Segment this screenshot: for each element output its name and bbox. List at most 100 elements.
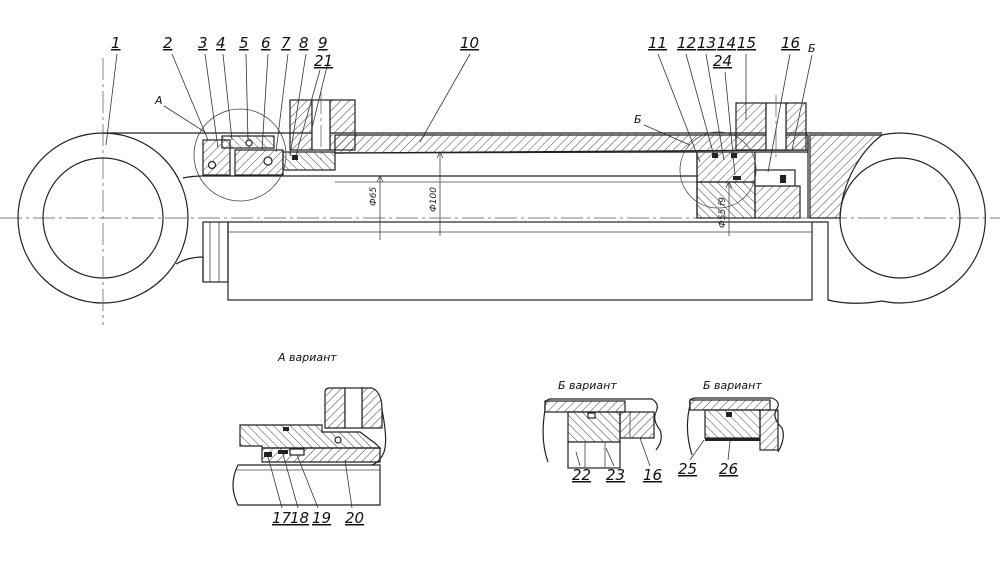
view-mark-b: Б bbox=[634, 113, 642, 126]
leader-7 bbox=[275, 53, 289, 153]
leader-12 bbox=[685, 53, 715, 157]
dim-label-d65: Ф65 bbox=[369, 187, 379, 206]
detail-b-marker-circle bbox=[679, 131, 757, 209]
rear-end-cap bbox=[809, 134, 884, 219]
part-number-5: 5 bbox=[239, 34, 249, 52]
rear-port-boss-right bbox=[785, 102, 807, 151]
dim-label-d55: Ф55 f9 bbox=[718, 197, 728, 228]
part-number-22: 22 bbox=[572, 466, 591, 484]
part-number-23: 23 bbox=[606, 466, 625, 484]
gland-retaining-ring bbox=[282, 151, 336, 171]
seal-21 bbox=[292, 155, 298, 160]
part-number-7: 7 bbox=[281, 34, 291, 52]
piston-nut bbox=[754, 185, 801, 219]
detail-a-housing-curve bbox=[371, 409, 387, 466]
detail-b2-seal-26 bbox=[705, 438, 760, 441]
leader-2 bbox=[171, 53, 209, 141]
detail-a-o-ring bbox=[334, 436, 342, 444]
gland-bushing bbox=[234, 149, 284, 176]
detail-b2-outline bbox=[686, 397, 784, 456]
rear-end-cap-lower bbox=[812, 221, 883, 304]
left-eye-neck bbox=[175, 175, 204, 282]
o-ring-1 bbox=[207, 160, 217, 170]
leader-20 bbox=[344, 459, 353, 509]
part-number-19: 19 bbox=[312, 509, 331, 527]
part-number-9: 9 bbox=[318, 34, 328, 52]
leader-5 bbox=[245, 53, 249, 142]
leader-8 bbox=[289, 53, 307, 157]
front-port-boss-right bbox=[329, 99, 356, 151]
leader-19 bbox=[296, 454, 319, 509]
o-ring-2 bbox=[245, 139, 253, 147]
part-number-12: 12 bbox=[677, 34, 696, 52]
part-number-13: 13 bbox=[697, 34, 716, 52]
leader-11 bbox=[657, 53, 701, 163]
part-number-1: 1 bbox=[111, 34, 121, 52]
part-number-16: 16 bbox=[781, 34, 800, 52]
part-number-18: 18 bbox=[290, 509, 309, 527]
dimension-lines: Ф65 Ф100 Ф55 f9 bbox=[369, 151, 733, 240]
part-number-16-detail: 16 bbox=[643, 466, 662, 484]
view-mark-a: А bbox=[154, 94, 163, 107]
piston-nut-washer bbox=[754, 169, 796, 187]
dim-label-d100: Ф100 bbox=[429, 187, 439, 212]
part-number-17: 17 bbox=[272, 509, 292, 527]
part-number-21: 21 bbox=[314, 52, 333, 70]
part-number-14: 14 bbox=[717, 34, 736, 52]
detail-a-seal-19 bbox=[289, 448, 305, 456]
part-number-8: 8 bbox=[299, 34, 309, 52]
leader-13 bbox=[705, 53, 725, 161]
leader-16 bbox=[767, 53, 791, 173]
detail-a-port-boss-right bbox=[361, 387, 383, 429]
detail-a-seal-17 bbox=[264, 452, 272, 457]
detail-b2-piston bbox=[704, 409, 761, 439]
rear-port-boss-left bbox=[735, 102, 767, 151]
leader-10 bbox=[419, 53, 471, 143]
detail-a-port-boss bbox=[324, 387, 346, 429]
part-number-10: 10 bbox=[460, 34, 479, 52]
right-eye-outer bbox=[881, 132, 986, 304]
dim-arrow-d100 bbox=[436, 151, 444, 159]
detail-b1-caption: Б вариант bbox=[558, 379, 617, 392]
detail-b1-seal bbox=[587, 412, 596, 419]
detail-a-port-hole bbox=[344, 387, 363, 429]
leader-3 bbox=[204, 53, 219, 149]
view-mark-b-top: Б bbox=[808, 42, 816, 55]
leader-mark-b bbox=[643, 124, 691, 146]
detail-a-seal-top bbox=[283, 427, 289, 431]
leader-26 bbox=[727, 440, 731, 461]
part-number-25: 25 bbox=[678, 460, 697, 478]
part-number-4: 4 bbox=[216, 34, 226, 52]
part-number-26: 26 bbox=[719, 460, 738, 478]
detail-a-gland-body bbox=[239, 424, 382, 449]
detail-a-rod bbox=[232, 464, 381, 506]
leader-14-24 bbox=[724, 71, 736, 176]
part-number-15: 15 bbox=[737, 34, 756, 52]
detail-a-view: А вариант 17 18 19 20 bbox=[232, 351, 387, 527]
piston-upper bbox=[696, 151, 756, 183]
main-view: Ф65 Ф100 Ф55 f9 bbox=[0, 34, 1000, 325]
part-number-11: 11 bbox=[648, 34, 667, 52]
dim-arrow-d55 bbox=[725, 181, 733, 189]
leader-lines bbox=[105, 53, 813, 176]
rod-end-collar bbox=[202, 221, 229, 283]
leader-22 bbox=[575, 451, 581, 467]
part-number-24: 24 bbox=[713, 52, 732, 70]
part-number-3: 3 bbox=[198, 34, 208, 52]
part-number-6: 6 bbox=[261, 34, 271, 52]
leader-16-detail bbox=[639, 437, 651, 467]
leader-4 bbox=[222, 53, 233, 141]
detail-b1-cap-block bbox=[619, 411, 655, 439]
dim-arrow-d65 bbox=[376, 175, 384, 183]
leader-mark-a bbox=[163, 105, 206, 133]
detail-a-caption: А вариант bbox=[277, 351, 337, 364]
leader-mark-b-top bbox=[791, 54, 813, 151]
piston-seal-24 bbox=[733, 176, 741, 180]
right-eye-inner bbox=[839, 157, 961, 279]
part-number-2: 2 bbox=[163, 34, 173, 52]
leader-1 bbox=[105, 53, 118, 146]
detail-b2-view: Б вариант 25 26 bbox=[678, 379, 784, 478]
leader-25 bbox=[689, 439, 705, 461]
leader-9 bbox=[311, 53, 331, 129]
